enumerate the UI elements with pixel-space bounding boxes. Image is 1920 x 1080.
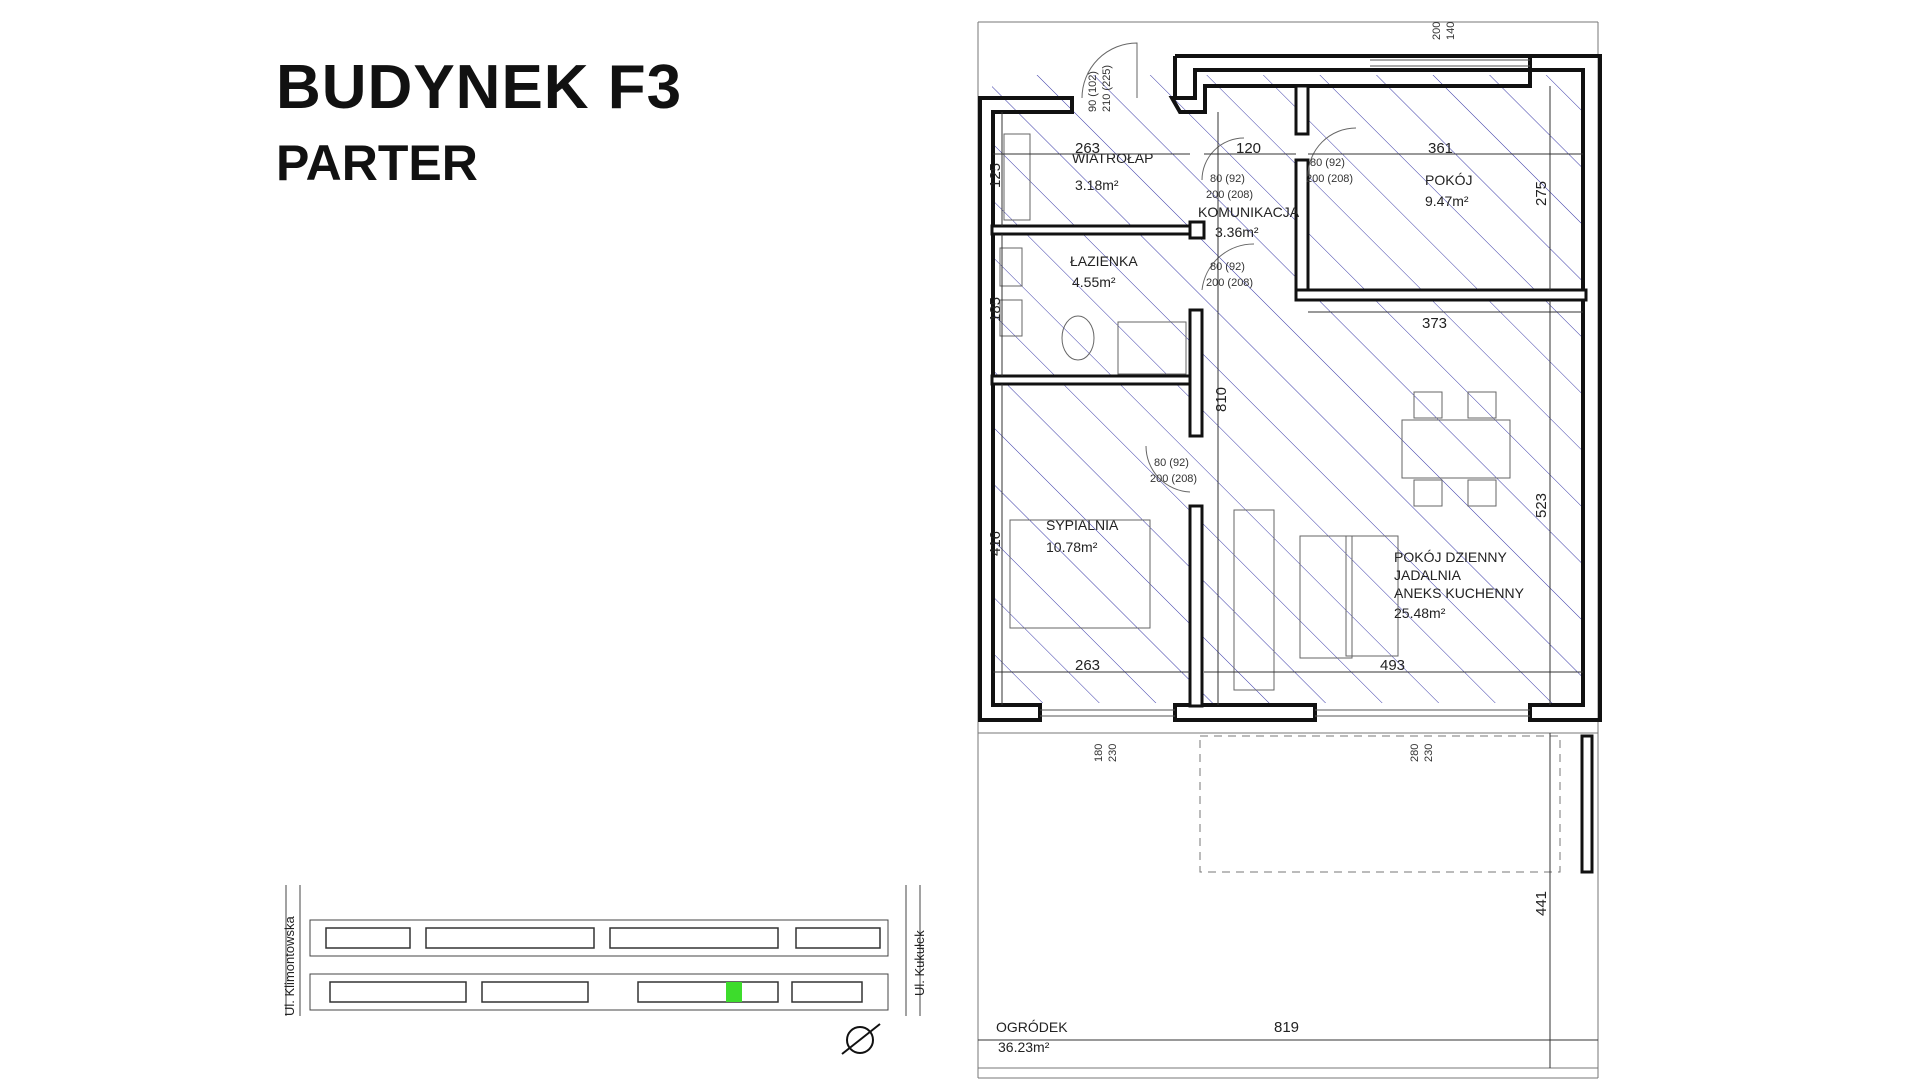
building-f3-highlight: [726, 982, 742, 1002]
dim-810: 810: [1213, 387, 1230, 412]
dim-819: 819: [1274, 1019, 1299, 1036]
dim-125: 125: [987, 163, 1004, 188]
page-subtitle: PARTER: [276, 135, 478, 191]
street-right: Ul. Kukułek: [912, 930, 927, 996]
dim-416: 416: [987, 531, 1004, 556]
door-label-w3: 80 (92): [1210, 261, 1245, 273]
dim-361: 361: [1428, 140, 1453, 157]
room-area-ogrodek: 36.23m²: [998, 1039, 1050, 1055]
furniture: [999, 133, 1511, 691]
room-area-komunikacja: 3.36m²: [1215, 224, 1259, 240]
dim-180: 180: [1093, 744, 1105, 762]
dim-280: 280: [1409, 744, 1421, 762]
dim-263-top: 263: [1075, 140, 1100, 157]
street-left: Ul. Klimontowska: [282, 916, 297, 1016]
door-swings: [1081, 42, 1357, 493]
dim-120: 120: [1236, 140, 1261, 157]
room-name-komunikacja: KOMUNIKACJA: [1198, 204, 1300, 220]
dim-263-bottom: 263: [1075, 657, 1100, 674]
dim-140-top: 140: [1445, 22, 1457, 40]
room-name-sypialnia: SYPIALNIA: [1046, 517, 1119, 533]
door-label-w2: 80 (92): [1310, 157, 1345, 169]
room-area-lazienka: 4.55m²: [1072, 274, 1116, 290]
dim-441: 441: [1533, 891, 1550, 916]
room-name-dzienny-2: JADALNIA: [1394, 567, 1462, 583]
page-title: BUDYNEK F3: [276, 53, 683, 122]
interior-walls: [990, 84, 1588, 708]
window-lines: [1040, 59, 1530, 717]
door-label-h1: 200 (208): [1206, 189, 1253, 201]
room-name-dzienny-1: POKÓJ DZIENNY: [1394, 549, 1507, 565]
dim-523: 523: [1533, 493, 1550, 518]
room-name-dzienny-3: ANEKS KUCHENNY: [1394, 585, 1525, 601]
door-label-w1: 80 (92): [1210, 173, 1245, 185]
north-arrow-icon: [841, 1023, 881, 1055]
floor-hatch: [992, 75, 1582, 703]
room-area-pokoj: 9.47m²: [1425, 193, 1469, 209]
door-label-w4: 80 (92): [1154, 457, 1189, 469]
door-entry-width: 90 (102): [1087, 71, 1099, 112]
dim-230-b: 230: [1423, 744, 1435, 762]
exterior-walls: [978, 54, 1602, 722]
dim-185: 185: [987, 297, 1004, 322]
dimension-lines: [978, 86, 1598, 1068]
dim-200-top: 200: [1431, 22, 1443, 40]
door-label-h3: 200 (208): [1206, 277, 1253, 289]
room-name-ogrodek: OGRÓDEK: [996, 1019, 1068, 1035]
room-name-pokoj: POKÓJ: [1425, 172, 1472, 188]
dim-230-a: 230: [1107, 744, 1119, 762]
garden-outline: [978, 732, 1598, 1069]
dim-493: 493: [1380, 657, 1405, 674]
door-label-h4: 200 (208): [1150, 473, 1197, 485]
dim-275: 275: [1533, 181, 1550, 206]
door-label-h2: 200 (208): [1306, 173, 1353, 185]
room-name-lazienka: ŁAZIENKA: [1070, 253, 1138, 269]
room-area-sypialnia: 10.78m²: [1046, 539, 1098, 555]
site-plan: Ul. Klimontowska Ul. Kukułek: [282, 885, 927, 1055]
dim-373: 373: [1422, 315, 1447, 332]
door-entry-height: 210 (225): [1101, 65, 1113, 112]
room-area-wiatrolap: 3.18m²: [1075, 177, 1119, 193]
room-area-dzienny: 25.48m²: [1394, 605, 1446, 621]
